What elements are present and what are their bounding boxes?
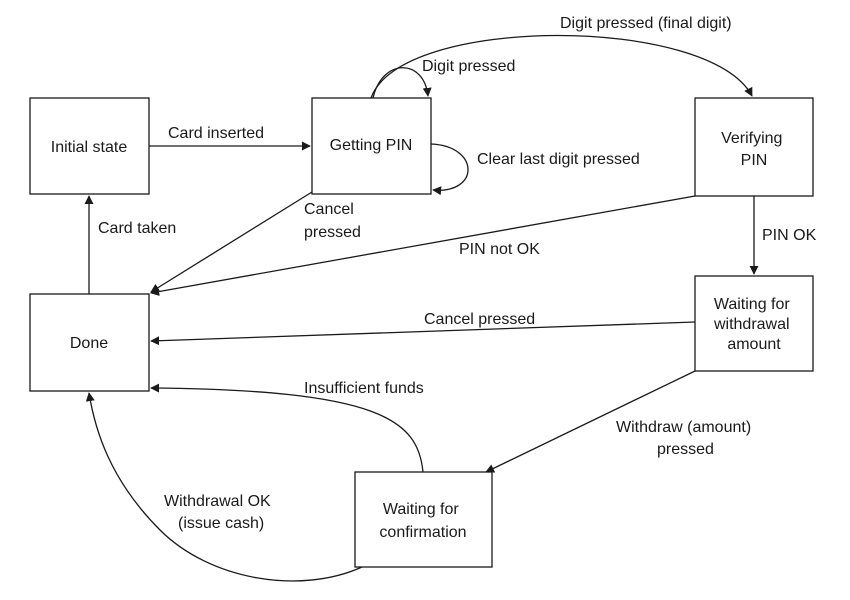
label-digit-pressed: Digit pressed (422, 58, 515, 75)
label-pin-ok: PIN OK (762, 227, 817, 244)
edge-withdrawal-ok (85, 392, 363, 582)
edge-cancel-amount (150, 321, 696, 346)
state-initial-label: Initial state (51, 139, 128, 156)
label-withdraw: Withdraw (amount) pressed (616, 419, 756, 458)
label-withdrawal-ok: Withdrawal OK (issue cash) (164, 493, 275, 532)
edge-cancel-getting-pin (150, 191, 313, 293)
label-clear-last: Clear last digit pressed (477, 151, 640, 168)
edge-insufficient-funds (150, 383, 424, 473)
state-getting-pin: Getting PIN (311, 97, 432, 195)
state-done: Done (29, 293, 150, 392)
state-done-label: Done (70, 335, 108, 352)
label-digit-final: Digit pressed (final digit) (560, 15, 732, 32)
edge-withdraw (485, 370, 696, 473)
state-verifying-pin-label: Verifying PIN (721, 130, 787, 169)
label-cancel-getting-pin: Cancel pressed (304, 201, 361, 241)
state-waiting-confirmation-label: Waiting for confirmation (379, 501, 466, 541)
edge-digit-pressed (372, 67, 432, 99)
state-waiting-amount: Waiting for withdrawal amount (694, 275, 814, 372)
label-cancel-amount: Cancel pressed (424, 311, 535, 328)
label-insufficient-funds: Insufficient funds (304, 380, 424, 397)
edge-pin-not-ok (150, 195, 696, 297)
label-card-inserted: Card inserted (168, 125, 264, 142)
label-pin-not-ok: PIN not OK (459, 241, 540, 258)
state-initial: Initial state (29, 97, 150, 195)
state-getting-pin-label: Getting PIN (330, 137, 413, 154)
state-verifying-pin: Verifying PIN (694, 97, 814, 197)
label-card-taken: Card taken (98, 220, 176, 237)
edge-digit-final (370, 34, 753, 99)
state-waiting-confirmation: Waiting for confirmation (354, 471, 493, 568)
state-waiting-amount-label: Waiting for withdrawal amount (713, 296, 794, 353)
edge-clear-last (430, 143, 469, 196)
